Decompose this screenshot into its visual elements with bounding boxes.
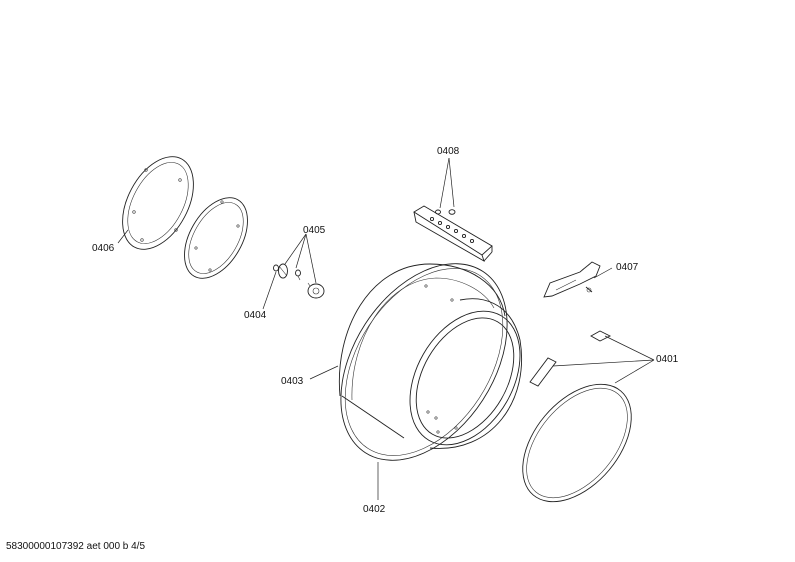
part-0408-bracket — [413, 205, 493, 262]
part-0404-0405-fasteners — [273, 263, 325, 299]
leader-lines — [117, 157, 655, 500]
part-0406-front-ring — [122, 156, 194, 250]
part-0403-drum — [338, 263, 522, 449]
label-0402: 0402 — [363, 504, 386, 515]
part-0401-ring — [522, 383, 632, 503]
label-0404: 0404 — [244, 310, 267, 321]
document-footer: 58300000107392 aet 000 b 4/5 — [6, 541, 146, 552]
part-0407-hinge — [543, 261, 601, 298]
label-0405: 0405 — [303, 225, 326, 236]
label-0401: 0401 — [656, 354, 679, 365]
label-0408: 0408 — [437, 146, 460, 157]
label-0407: 0407 — [616, 262, 639, 273]
part-0406-gasket-ring — [184, 197, 248, 279]
label-0406: 0406 — [92, 243, 115, 254]
part-0401-pieces — [529, 330, 612, 387]
part-0402-seal — [340, 263, 508, 461]
label-0403: 0403 — [281, 376, 304, 387]
